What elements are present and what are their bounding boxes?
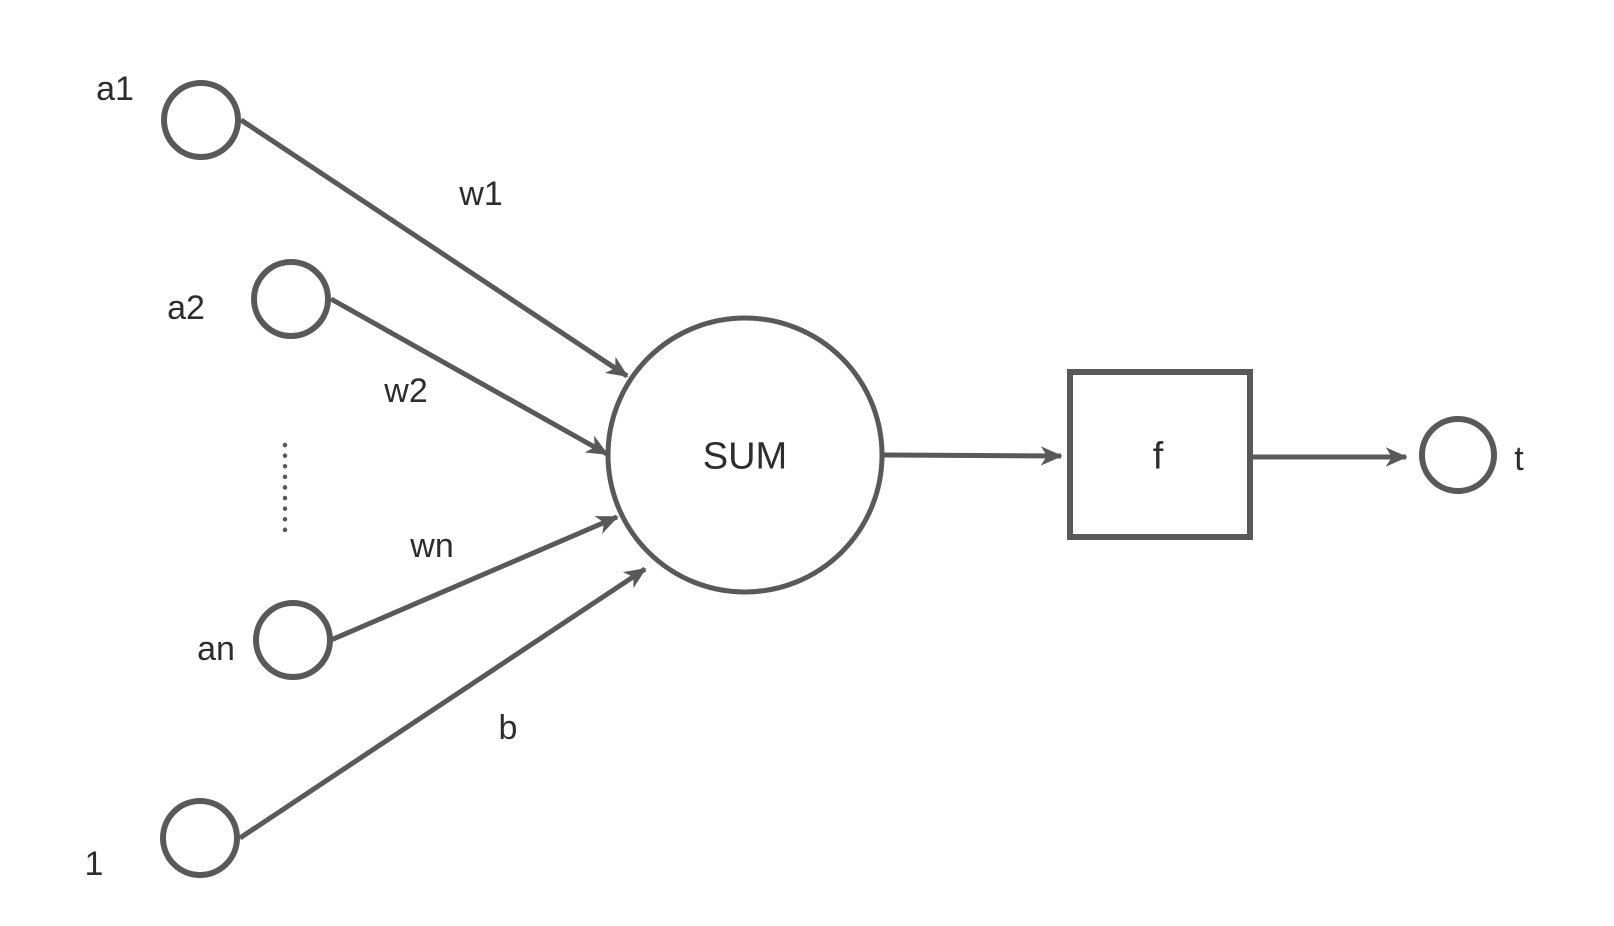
input-label-a2: a2 <box>167 289 205 327</box>
weight-label-w1: w1 <box>458 175 502 213</box>
weight-label-wn: wn <box>409 527 453 565</box>
input-label-bias: 1 <box>85 845 104 883</box>
weight-label-w2: w2 <box>383 372 427 410</box>
edge-w2 <box>329 296 609 457</box>
output-node <box>1419 416 1497 494</box>
sum-node <box>605 315 885 595</box>
input-node-an <box>253 600 333 680</box>
input-node-a1 <box>161 80 241 160</box>
output-label: t <box>1514 440 1524 478</box>
activation-box <box>1067 369 1253 540</box>
input-node-a2 <box>251 259 331 339</box>
activation-label: f <box>1153 435 1164 477</box>
edge-wn <box>330 514 619 643</box>
sum-label: SUM <box>703 435 787 477</box>
edge-w1 <box>239 117 629 379</box>
input-label-an: an <box>197 630 235 668</box>
input-label-a1: a1 <box>96 70 134 108</box>
edge-sum-to-activation <box>881 446 1063 466</box>
input-node-bias <box>160 798 240 878</box>
weight-label-b: b <box>499 709 518 747</box>
edge-bias <box>238 566 647 841</box>
